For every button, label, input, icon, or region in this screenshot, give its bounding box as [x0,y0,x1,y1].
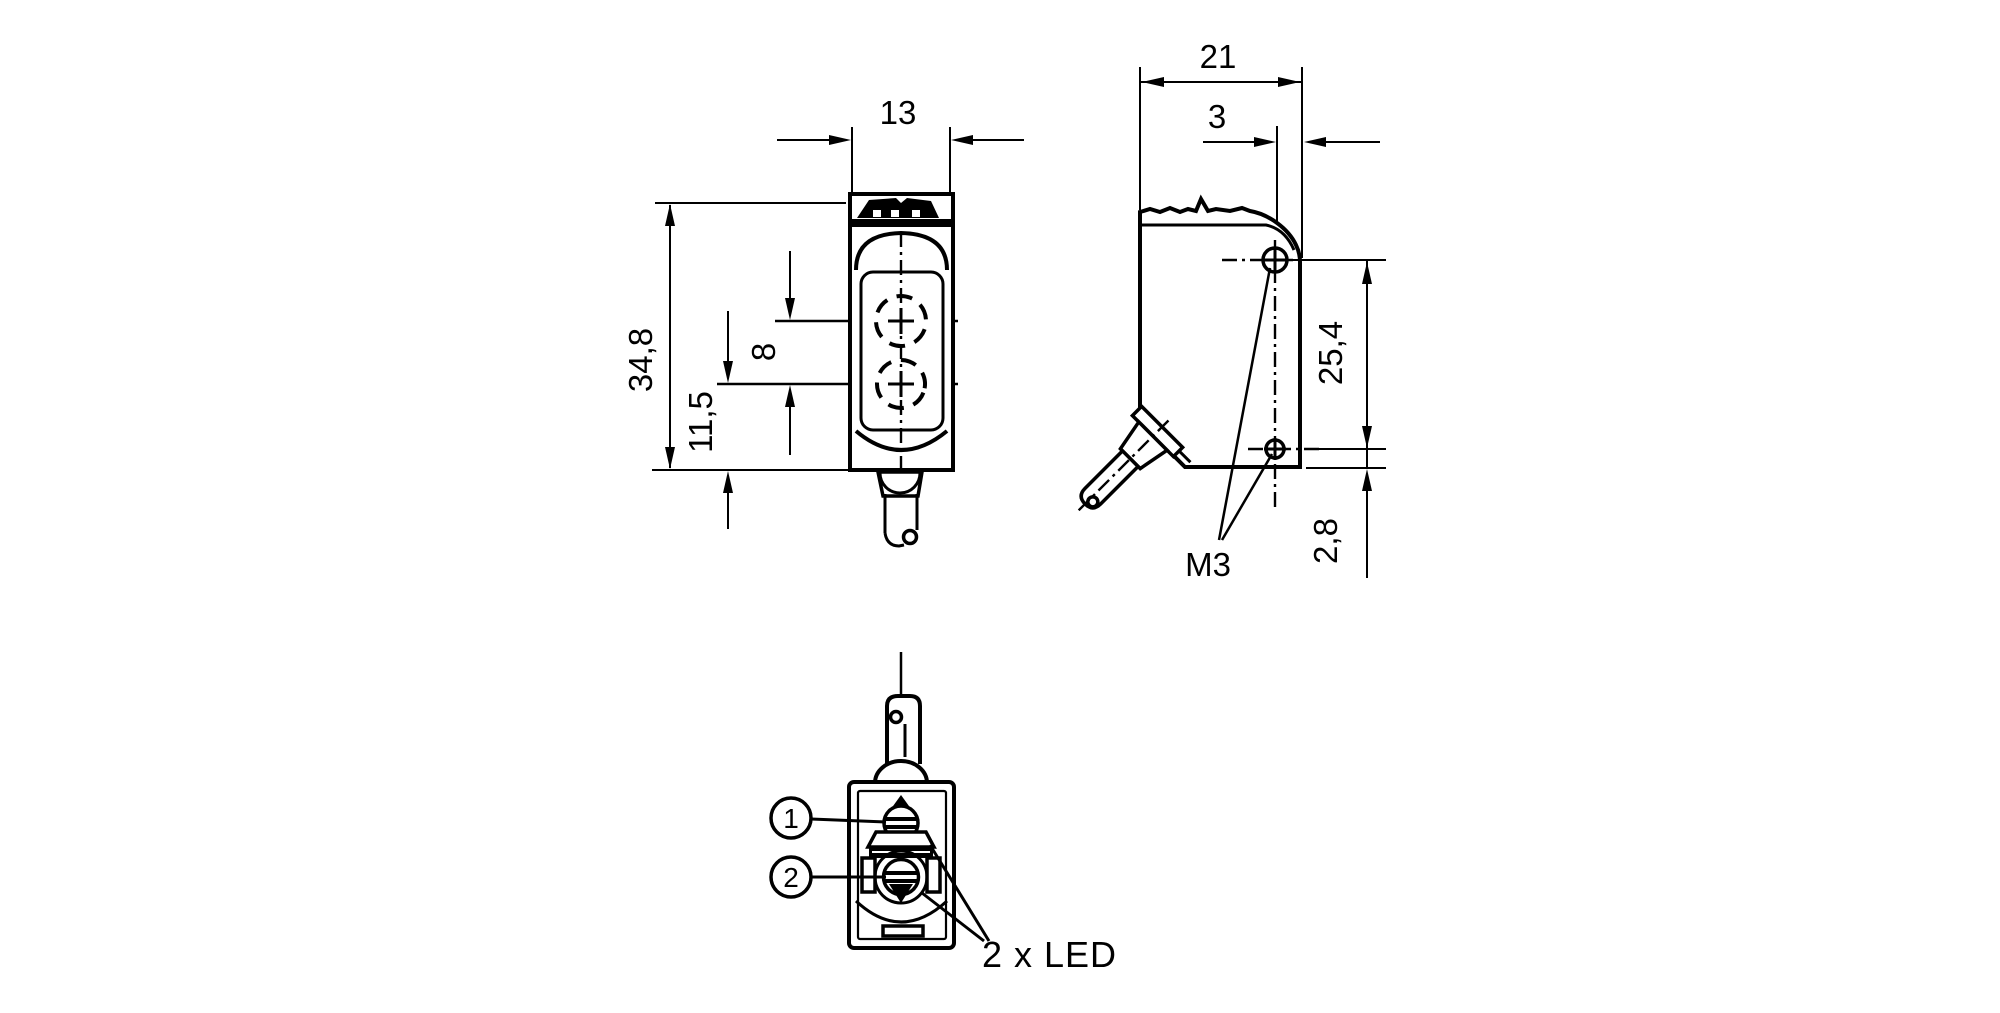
dim-height-label: 34,8 [622,328,659,392]
adjuster-shoulder [865,830,937,849]
dim-width-label: 13 [880,94,917,131]
leader-line [1217,267,1272,541]
front-view: 13 34,8 8 11,5 [622,94,1024,548]
callout-1-circle [769,796,813,840]
cable-centerline [1077,419,1170,512]
dim-depth-label: 21 [1200,38,1237,75]
lens-circle-upper [874,294,928,348]
lens-circle-lower [875,358,927,410]
clip-notch [873,210,881,217]
leader-line [1220,453,1274,541]
button-pointer [889,884,913,903]
dim-lens-spacing-label: 8 [745,343,782,361]
dim-hole-spacing-label: 25,4 [1312,321,1349,385]
led-label: 2 x LED [982,934,1117,975]
led-window-right [925,856,942,894]
arrowhead-icon [1362,262,1372,284]
cable-wire-end [901,528,919,546]
leader-line [928,844,991,942]
arrowhead-icon [1254,137,1276,147]
arrowhead-icon [665,447,675,469]
housing-cap-band [850,219,953,227]
arrowhead-icon [1278,77,1300,87]
housing-top-inner-line [1141,223,1296,251]
arrowhead-icon [785,298,795,320]
clip-notch [891,210,899,217]
cable-gland [1077,403,1192,512]
clip-notch [912,210,920,217]
arrowhead-icon [723,471,733,493]
cable-end [883,532,905,548]
side-view: 21 3 2 [1077,38,1386,583]
led-window-left [860,856,877,894]
arrowhead-icon [785,385,795,407]
gland-tick [1178,449,1192,464]
bottom-slot [881,924,925,938]
dim-hole-offset-label: 3 [1208,98,1226,135]
arrowhead-icon [1304,137,1326,147]
cable-wire-end [1086,495,1100,509]
bottom-view: 1 2 2 x LED [769,652,1117,975]
bottom-slot-arc [854,899,949,924]
arrowhead-icon [665,204,675,226]
strain-relief-dome [873,759,929,784]
leader-line [921,891,985,943]
dim-lens-offset-label: 11,5 [682,391,719,453]
thread-label: M3 [1185,546,1231,583]
arrowhead-icon [1142,77,1164,87]
arrowhead-icon [723,361,733,383]
cable-wire-end [888,709,904,725]
arrowhead-icon [829,135,851,145]
bottom-arc [854,429,949,452]
callout-1-number: 1 [783,803,799,834]
dim-hole-bottom-label: 2,8 [1307,518,1344,564]
callout-2-number: 2 [783,862,799,893]
arrowhead-icon [951,135,973,145]
strain-relief-dome [878,472,922,495]
arrowhead-icon [1362,426,1372,448]
arrowhead-icon [1362,469,1372,491]
leader-line [810,817,887,824]
housing-inner-outline [856,789,948,941]
